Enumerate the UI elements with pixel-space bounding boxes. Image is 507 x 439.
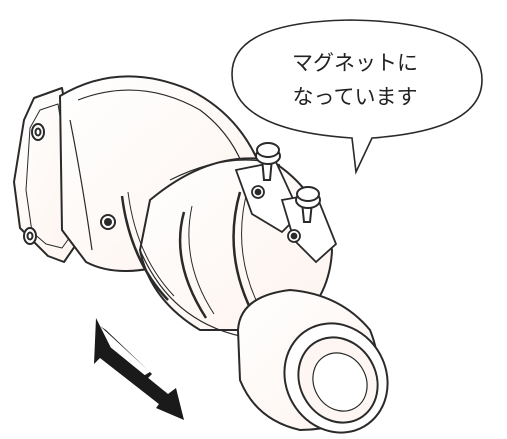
- callout-line-1: マグネットに: [292, 51, 418, 75]
- barrel-ring-2: [178, 211, 208, 319]
- barrel-ring-1: [120, 195, 169, 301]
- double-arrow-icon: [94, 318, 184, 420]
- front-lens-tube: [236, 288, 389, 434]
- callout-line-2: なっています: [293, 85, 418, 109]
- screw-knob-icon: [255, 142, 281, 181]
- speech-bubble: マグネットに なっています: [231, 19, 483, 175]
- screw-knob-icon: [295, 186, 321, 223]
